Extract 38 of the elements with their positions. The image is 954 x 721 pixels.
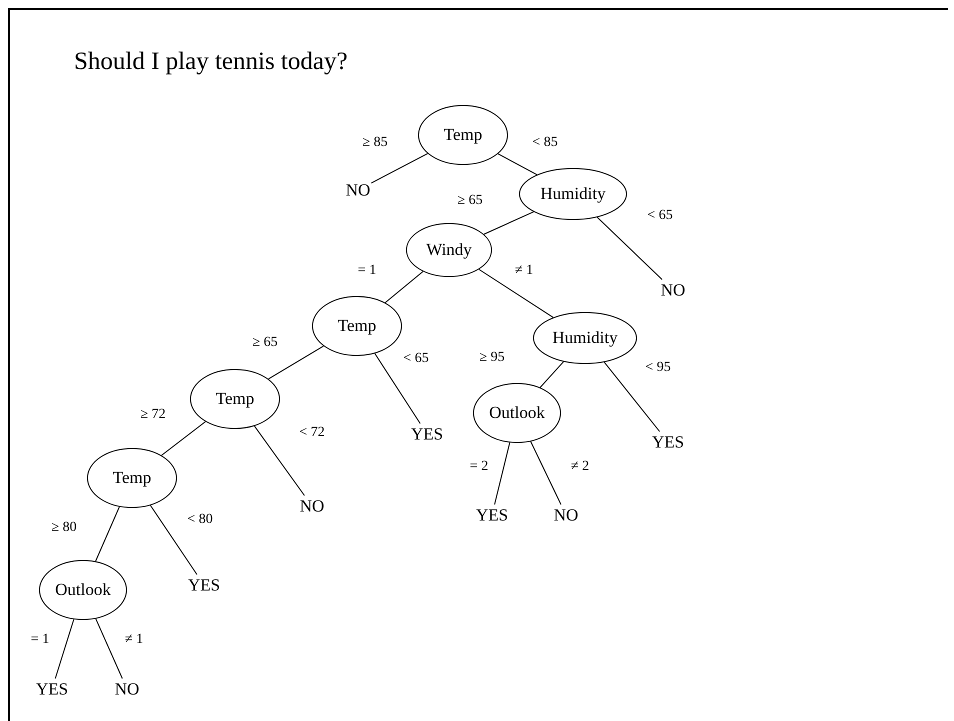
title: Should I play tennis today? (74, 48, 348, 76)
branch-line (268, 346, 324, 380)
branch-line (494, 442, 510, 505)
branch-line (483, 211, 534, 235)
branch-line (596, 216, 663, 280)
leaf-outcome: NO (114, 680, 140, 698)
leaf-outcome: NO (346, 182, 370, 198)
leaf-outcome: YES (410, 426, 444, 442)
decision-ellipse: Outlook (473, 383, 561, 443)
branch-line (95, 618, 123, 679)
branch-line (254, 426, 305, 496)
decision-ellipse: Windy (406, 223, 492, 277)
branch-line (54, 618, 74, 679)
branch-line (384, 271, 424, 304)
branch-line (478, 268, 554, 318)
branch-line (95, 506, 120, 562)
branch-line (530, 441, 562, 505)
branch-line (161, 421, 206, 456)
decision-ellipse: Temp (87, 448, 177, 508)
branch-line (498, 153, 538, 176)
decision-ellipse: Temp (312, 296, 402, 356)
leaf-outcome: NO (300, 498, 324, 514)
branch-line (150, 504, 198, 575)
decision-ellipse: Humidity (533, 312, 637, 364)
branch-line (540, 361, 564, 388)
leaf-outcome: YES (476, 506, 508, 524)
branch-line (374, 353, 421, 424)
leaf-outcome: YES (652, 434, 684, 450)
leaf-outcome: YES (188, 576, 220, 594)
leaf-outcome: YES (36, 680, 68, 698)
decision-ellipse: Humidity (519, 168, 627, 220)
branch-line (370, 153, 428, 184)
branch-line (604, 362, 660, 432)
leaf-outcome: NO (554, 506, 578, 524)
decision-ellipse: Temp (418, 105, 508, 165)
decision-ellipse: Outlook (39, 560, 127, 620)
decision-ellipse: Temp (190, 369, 280, 429)
leaf-outcome: NO (660, 282, 686, 298)
